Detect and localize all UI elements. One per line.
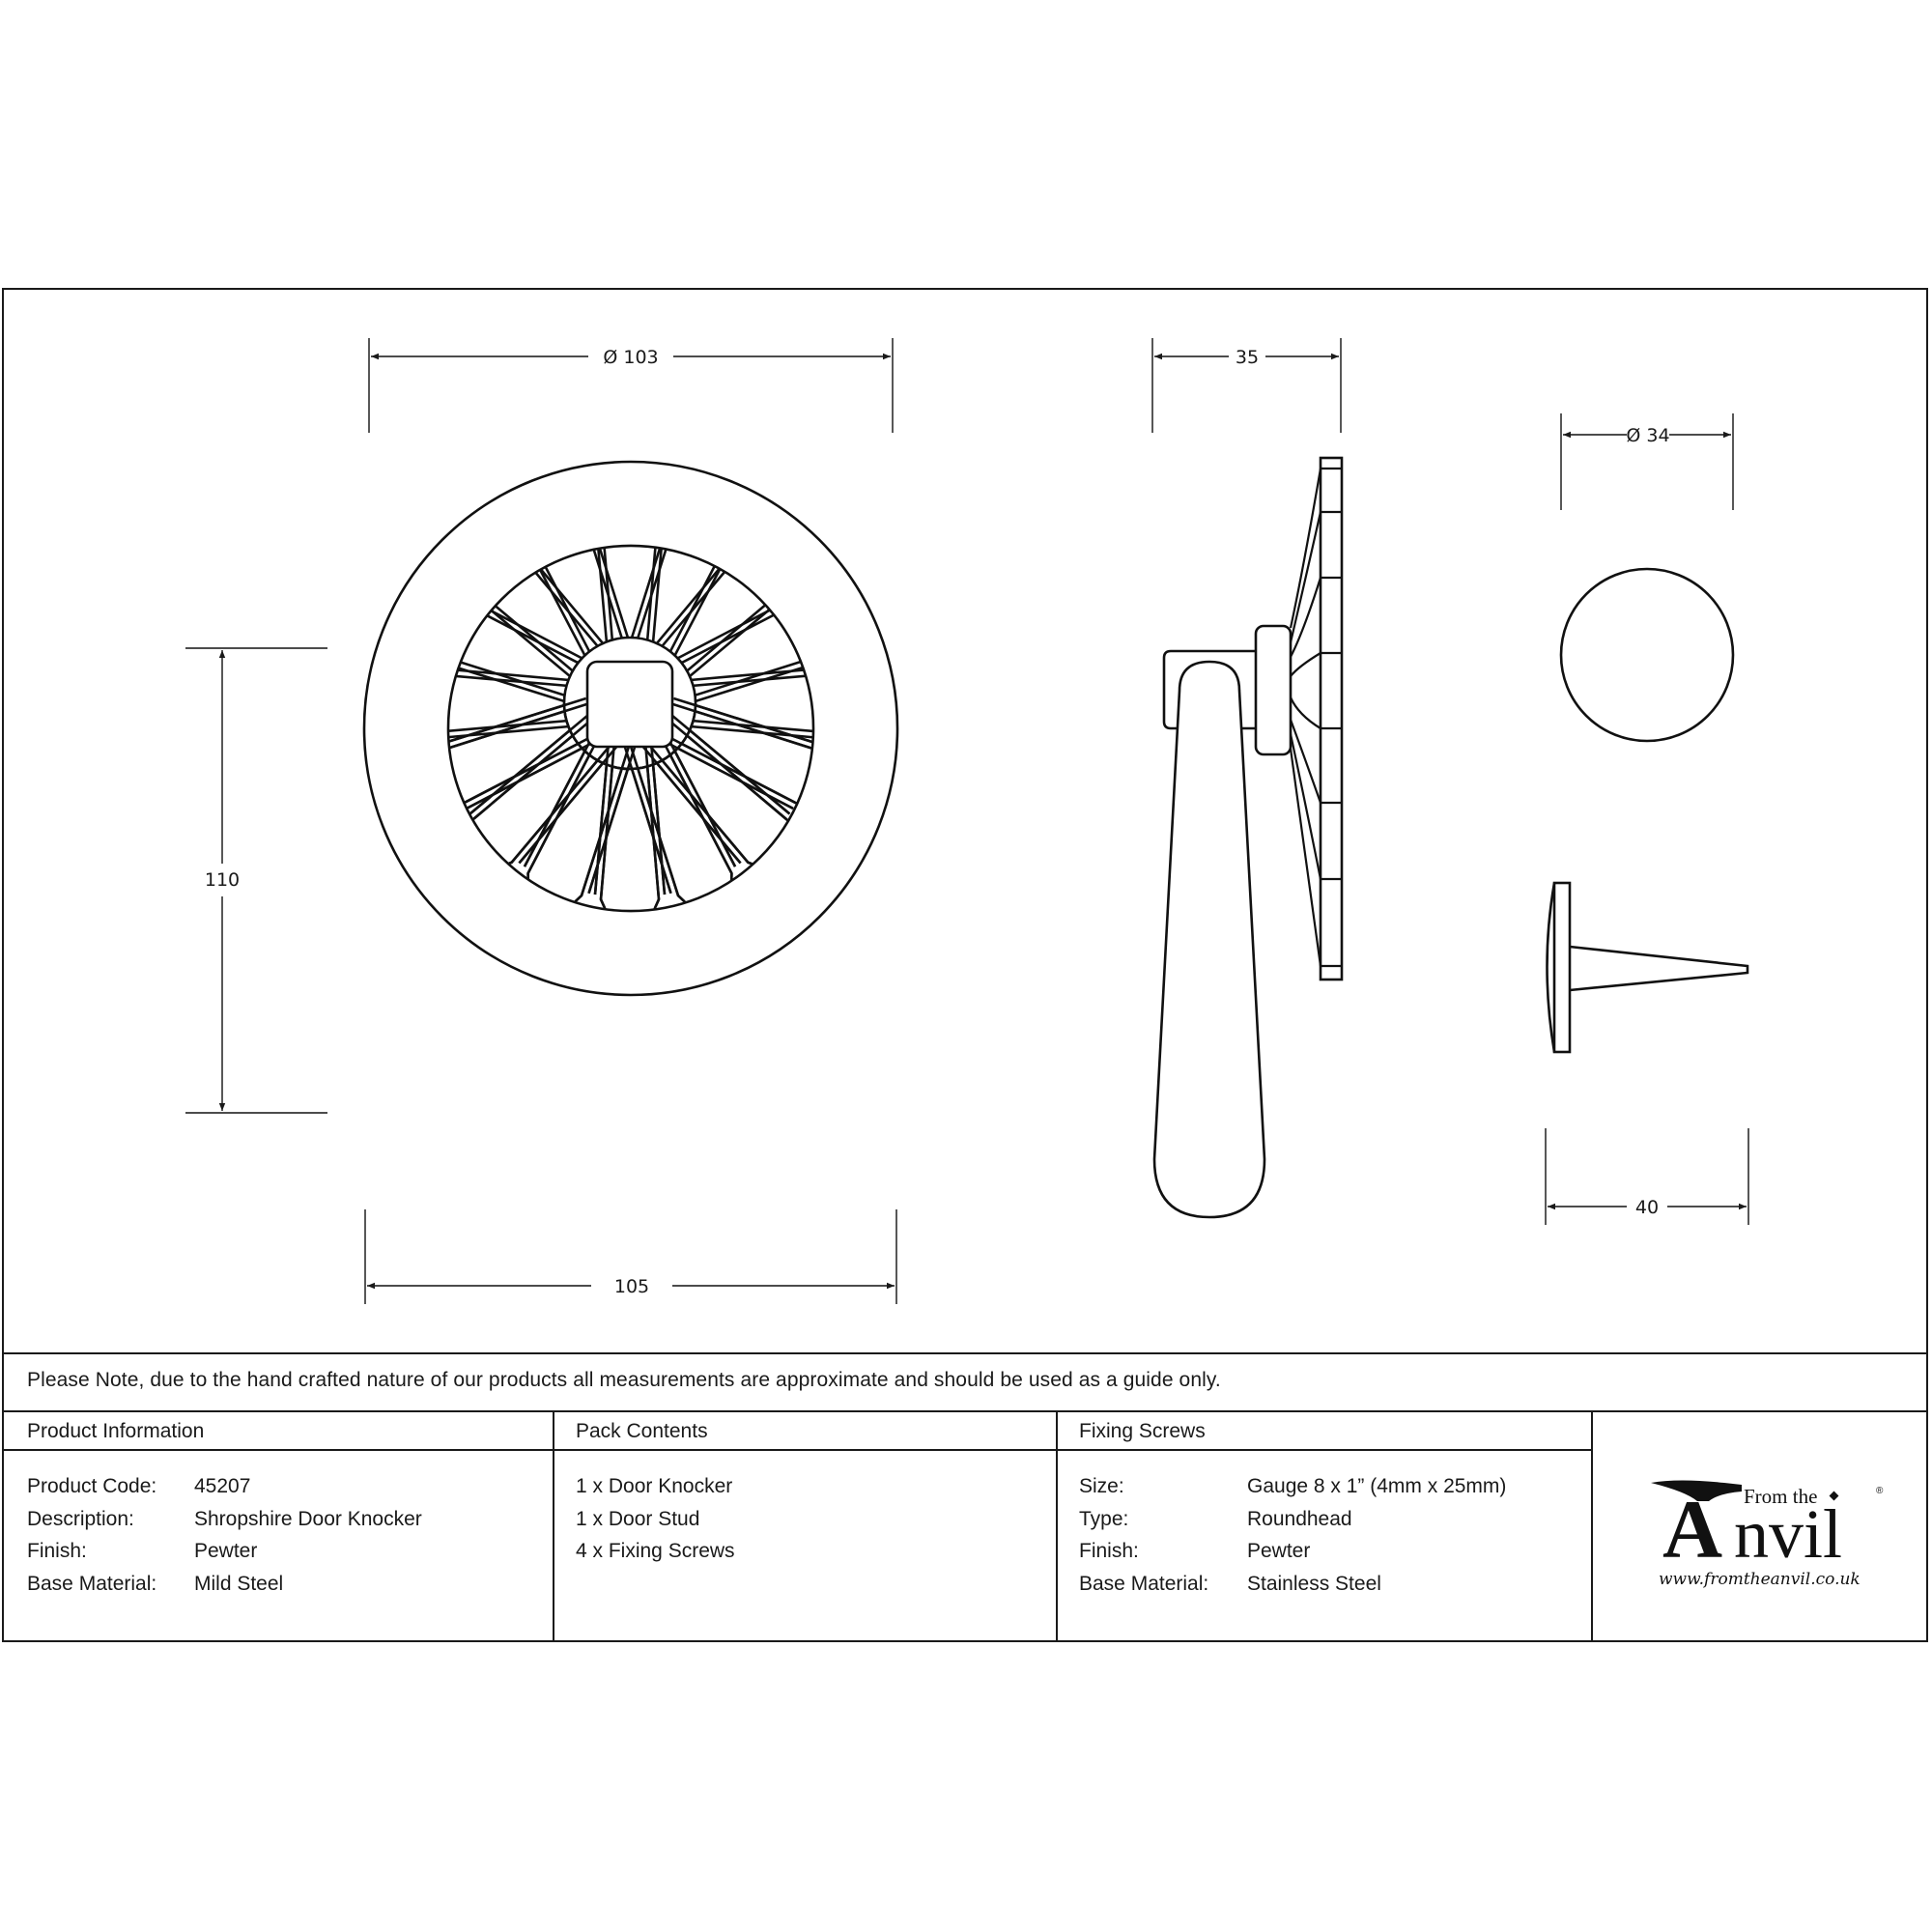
- dimension-width-105: [364, 1209, 897, 1304]
- product-info-row: Finish: Pewter: [27, 1535, 422, 1568]
- dim-label-height-110: 110: [205, 869, 240, 891]
- fixing-row: Type: Roundhead: [1079, 1503, 1506, 1536]
- stud-shank: [1569, 945, 1749, 992]
- knocker-ring: [362, 460, 899, 997]
- product-info-value: Shropshire Door Knocker: [194, 1507, 422, 1530]
- dim-label-width-105: 105: [614, 1276, 649, 1297]
- product-info-value: Mild Steel: [194, 1572, 284, 1595]
- dimension-diameter-34: [1560, 413, 1734, 510]
- dimension-depth-35: [1151, 338, 1342, 433]
- knocker-arm: [1152, 660, 1266, 1219]
- product-info-label: Product Code:: [27, 1475, 157, 1497]
- fixing-row: Finish: Pewter: [1079, 1535, 1506, 1568]
- fixing-value: Pewter: [1247, 1540, 1311, 1562]
- front-view: [185, 338, 899, 1304]
- logo-url: www.fromtheanvil.co.uk: [1659, 1570, 1861, 1589]
- product-info-label: Description:: [27, 1507, 134, 1530]
- dim-label-diameter-34: Ø 34: [1626, 425, 1669, 446]
- diamond-icon: [1829, 1491, 1839, 1501]
- logo-from-the: From the: [1744, 1485, 1817, 1508]
- dimension-length-40: [1545, 1128, 1749, 1225]
- dim-label-diameter-103: Ø 103: [603, 347, 658, 368]
- product-info-value: Pewter: [194, 1540, 258, 1562]
- fixing-row: Size: Gauge 8 x 1” (4mm x 25mm): [1079, 1470, 1506, 1503]
- side-view: [1151, 338, 1344, 1219]
- pivot-block: [585, 660, 674, 749]
- fixing-row: Base Material: Stainless Steel: [1079, 1568, 1506, 1601]
- anvil-icon: [1651, 1480, 1742, 1501]
- fixing-label: Base Material:: [1079, 1572, 1209, 1595]
- technical-drawing: Ø 103 110 105 35 Ø 34 40: [185, 338, 1749, 1304]
- fixing-label: Size:: [1079, 1475, 1124, 1497]
- backplate-edge: [1319, 456, 1344, 981]
- stud-head-front: [1559, 567, 1735, 743]
- fixing-screws-table: Size: Gauge 8 x 1” (4mm x 25mm) Type: Roun…: [1079, 1470, 1506, 1600]
- drawing-sheet: Ø 103 110 105 35 Ø 34 40 Please Note, du…: [2, 288, 1928, 1642]
- logo-initial-a: A: [1662, 1483, 1722, 1576]
- product-information-table: Product Code: 45207 Description: Shropshir…: [27, 1470, 422, 1600]
- divider-note-top: [4, 1352, 1926, 1354]
- pack-contents-list: 1 x Door Knocker 1 x Door Stud 4 x Fixin…: [576, 1470, 735, 1568]
- logo-brand-text: nvil: [1734, 1495, 1842, 1573]
- product-info-row: Base Material: Mild Steel: [27, 1568, 422, 1601]
- pack-item: 1 x Door Knocker: [576, 1475, 733, 1497]
- divider-col-3: [1591, 1410, 1593, 1640]
- fixing-label: Finish:: [1079, 1540, 1139, 1562]
- knocker-bracket: [1162, 649, 1256, 730]
- pack-item: 1 x Door Stud: [576, 1507, 700, 1530]
- product-info-label: Finish:: [27, 1540, 87, 1562]
- knocker-boss: [1254, 624, 1293, 756]
- product-info-row: Description: Shropshire Door Knocker: [27, 1503, 422, 1536]
- fixing-value: Gauge 8 x 1” (4mm x 25mm): [1247, 1475, 1507, 1497]
- pack-item: 4 x Fixing Screws: [576, 1540, 735, 1562]
- divider-header-bottom: [4, 1449, 1593, 1451]
- fixing-label: Type:: [1079, 1507, 1129, 1530]
- dim-label-depth-35: 35: [1236, 347, 1259, 368]
- product-info-label: Base Material:: [27, 1572, 157, 1595]
- product-info-row: Product Code: 45207: [27, 1470, 422, 1503]
- divider-header-top: [4, 1410, 1926, 1412]
- product-info-value: 45207: [194, 1475, 251, 1497]
- fixing-value: Stainless Steel: [1247, 1572, 1381, 1595]
- divider-col-1: [553, 1410, 554, 1640]
- header-product-information: Product Information: [27, 1420, 205, 1442]
- dimension-diameter-103: [368, 338, 894, 433]
- dimension-height-110: [185, 647, 327, 1114]
- fixing-value: Roundhead: [1247, 1507, 1352, 1530]
- stud-head-side: [1552, 881, 1572, 1054]
- header-pack-contents: Pack Contents: [576, 1420, 708, 1442]
- stud-view: [1545, 413, 1749, 1225]
- registered-mark: ®: [1876, 1486, 1884, 1496]
- header-fixing-screws: Fixing Screws: [1079, 1420, 1206, 1442]
- dim-label-length-40: 40: [1635, 1197, 1659, 1218]
- disclaimer-note: Please Note, due to the hand crafted nat…: [27, 1369, 1221, 1391]
- divider-col-2: [1056, 1410, 1058, 1640]
- from-the-anvil-logo: A nvil From the ® www.fromtheanvil.co.uk: [1651, 1480, 1884, 1589]
